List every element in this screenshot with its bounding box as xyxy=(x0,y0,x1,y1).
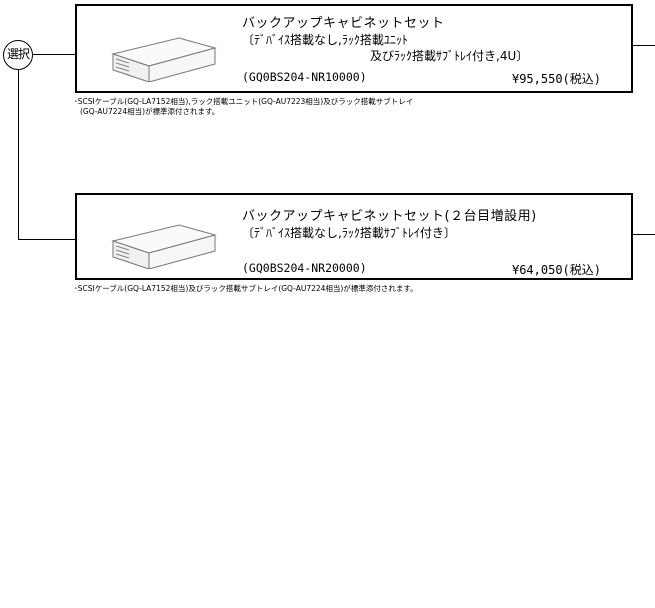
product-desc-line2: 及びﾗｯｸ搭載ｻﾌﾞﾄﾚｲ付き,4U〕 xyxy=(370,49,529,63)
select-badge: 選択 xyxy=(3,40,33,70)
product-card-1: バックアップキャビネットセット 〔ﾃﾞﾊﾞｲｽ搭載なし,ﾗｯｸ搭載ﾕﾆｯﾄ 及び… xyxy=(75,4,633,93)
note-line: ･SCSIケーブル(GQ-LA7152相当)及びラック搭載サブトレイ(GQ-AU… xyxy=(74,284,418,293)
product-desc-line1: 〔ﾃﾞﾊﾞｲｽ搭載なし,ﾗｯｸ搭載ﾕﾆｯﾄ xyxy=(242,33,408,47)
product-code: (GQ0BS204-NR10000) xyxy=(242,70,367,84)
product-note-1: ･SCSIケーブル(GQ-LA7152相当),ラック搭載ユニット(GQ-AU72… xyxy=(74,97,413,117)
connector-bottom-right xyxy=(632,234,655,235)
product-info-1: バックアップキャビネットセット 〔ﾃﾞﾊﾞｲｽ搭載なし,ﾗｯｸ搭載ﾕﾆｯﾄ 及び… xyxy=(242,16,528,64)
cabinet-image xyxy=(111,224,217,269)
product-name: バックアップキャビネットセット(２台目増設用) xyxy=(242,209,537,224)
product-desc-line1: 〔ﾃﾞﾊﾞｲｽ搭載なし,ﾗｯｸ搭載ｻﾌﾞﾄﾚｲ付き〕 xyxy=(242,226,456,240)
connector-bottom-left xyxy=(18,239,75,240)
product-note-2: ･SCSIケーブル(GQ-LA7152相当)及びラック搭載サブトレイ(GQ-AU… xyxy=(74,284,418,294)
product-price: ¥95,550(税込) xyxy=(511,72,601,86)
product-code: (GQ0BS204-NR20000) xyxy=(242,261,367,275)
connector-vertical xyxy=(18,70,19,240)
product-card-2: バックアップキャビネットセット(２台目増設用) 〔ﾃﾞﾊﾞｲｽ搭載なし,ﾗｯｸ搭… xyxy=(75,193,633,280)
cabinet-image xyxy=(111,37,217,82)
connector-top-right xyxy=(632,45,655,46)
product-name: バックアップキャビネットセット xyxy=(242,16,445,31)
note-line: ･SCSIケーブル(GQ-LA7152相当),ラック搭載ユニット(GQ-AU72… xyxy=(74,97,414,106)
product-price: ¥64,050(税込) xyxy=(511,263,601,277)
product-info-2: バックアップキャビネットセット(２台目増設用) 〔ﾃﾞﾊﾞｲｽ搭載なし,ﾗｯｸ搭… xyxy=(242,209,537,241)
connector-top-left xyxy=(33,54,75,55)
note-line: (GQ-AU7224相当)が標準添付されます。 xyxy=(80,107,220,116)
